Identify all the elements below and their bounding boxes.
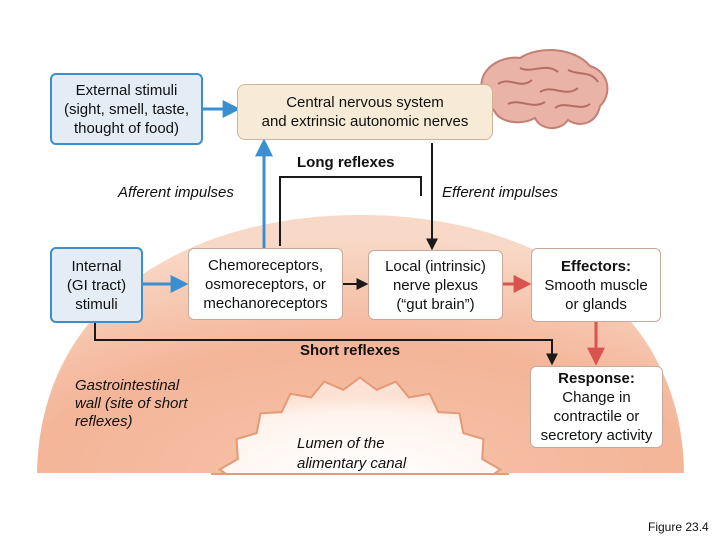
long-reflexes-label: Long reflexes xyxy=(293,154,399,171)
lumen-line-1: Lumen of the xyxy=(297,435,385,452)
gi-wall-line-2: wall (site of short xyxy=(75,395,188,412)
receptors-line-1: Chemoreceptors, xyxy=(207,256,324,274)
effectors-title: Effectors: xyxy=(560,257,631,275)
arrows xyxy=(94,100,605,366)
figure-caption: Figure 23.4 xyxy=(648,520,709,534)
response-line-1: Change in xyxy=(562,389,631,406)
receptors-line-3: mechanoreceptors xyxy=(203,294,328,312)
external-stimuli-line-3: thought of food) xyxy=(73,119,180,137)
receptors-line-2: osmoreceptors, or xyxy=(205,275,326,293)
receptors-box: Chemoreceptors, osmoreceptors, or mechan… xyxy=(188,248,343,320)
external-stimuli-line-1: External stimuli xyxy=(75,81,178,99)
cns-box: Central nervous system and extrinsic aut… xyxy=(237,84,493,140)
internal-stimuli-line-2: (GI tract) xyxy=(66,276,127,294)
internal-stimuli-line-1: Internal xyxy=(71,257,122,275)
internal-stimuli-box: Internal (GI tract) stimuli xyxy=(50,247,143,323)
gi-wall-line-3: reflexes) xyxy=(75,413,133,430)
gi-wall-label: Gastrointestinal wall (site of short ref… xyxy=(75,377,188,431)
brain-icon xyxy=(480,49,609,129)
response-line-3: secretory activity xyxy=(540,427,653,444)
afferent-impulses-label: Afferent impulses xyxy=(118,184,234,201)
lumen-label: Lumen of the alimentary canal xyxy=(297,434,406,474)
response-line-2: contractile or xyxy=(553,408,640,425)
plexus-line-1: Local (intrinsic) xyxy=(385,257,486,275)
lumen-line-2: alimentary canal xyxy=(297,455,407,472)
response-title: Response: xyxy=(558,370,635,387)
lumen xyxy=(211,376,509,475)
plexus-line-2: nerve plexus xyxy=(392,276,479,294)
efferent-impulses-label: Efferent impulses xyxy=(442,184,558,201)
response-box: Response: Change in contractile or secre… xyxy=(530,366,663,448)
external-stimuli-box: External stimuli (sight, smell, taste, t… xyxy=(50,73,203,145)
effectors-box: Effectors: Smooth muscle or glands xyxy=(531,248,661,322)
external-stimuli-line-2: (sight, smell, taste, xyxy=(63,100,190,118)
short-reflexes-label: Short reflexes xyxy=(300,342,401,359)
cns-line-1: Central nervous system xyxy=(286,94,444,111)
plexus-line-3: (“gut brain”) xyxy=(396,295,475,313)
effectors-line-1: Smooth muscle xyxy=(544,276,648,294)
effectors-line-2: or glands xyxy=(565,295,627,313)
cns-line-2: and extrinsic autonomic nerves xyxy=(261,113,469,130)
internal-stimuli-line-3: stimuli xyxy=(75,295,118,313)
gi-wall-line-1: Gastrointestinal xyxy=(75,377,180,394)
nerve-plexus-box: Local (intrinsic) nerve plexus (“gut bra… xyxy=(368,250,503,320)
